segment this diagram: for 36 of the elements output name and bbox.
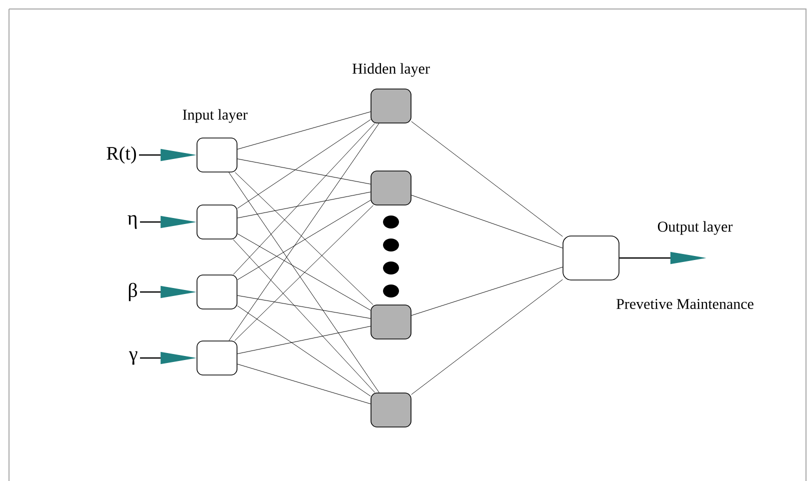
connection-line (234, 172, 374, 305)
layer-label: Input layer (182, 109, 248, 123)
layer-label: Output layer (658, 221, 733, 235)
input-node (196, 204, 238, 240)
input-symbol: R(t) (106, 146, 136, 164)
connection-line (237, 306, 371, 396)
input-symbol: η (128, 215, 137, 229)
connection-line (228, 123, 380, 341)
input-node (196, 340, 238, 376)
connection-line (411, 266, 563, 316)
connection-line (228, 172, 380, 393)
connection-line (234, 205, 374, 341)
hidden-node (370, 170, 412, 206)
connection-line (232, 239, 376, 393)
connection-line (233, 123, 375, 275)
input-symbol: β (128, 282, 137, 302)
input-node (196, 138, 238, 172)
input-node (196, 274, 238, 310)
connection-line (237, 200, 371, 280)
connection-line (237, 192, 371, 218)
connection-line (237, 295, 371, 319)
connection-line (237, 111, 371, 150)
output-node (562, 236, 620, 280)
connection-line (237, 233, 371, 311)
hidden-node (370, 88, 412, 124)
layer-label: Prevetive Maintenance (616, 298, 754, 310)
connection-line (237, 158, 371, 184)
connection-line (411, 194, 563, 248)
connection-line (411, 121, 563, 237)
hidden-node (370, 304, 412, 340)
connection-line (237, 364, 371, 404)
input-symbol: γ (128, 351, 138, 365)
connection-line (237, 326, 371, 354)
connection-line (237, 119, 371, 209)
connection-line (411, 279, 563, 395)
hidden-node (370, 392, 412, 428)
